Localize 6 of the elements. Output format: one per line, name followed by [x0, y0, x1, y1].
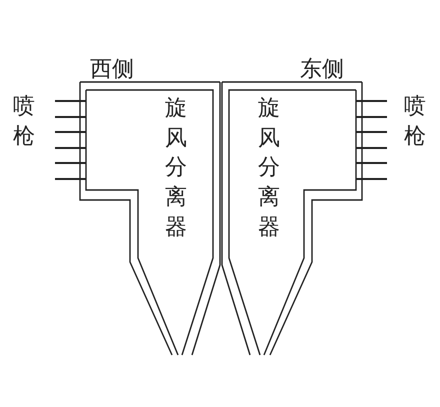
separator-label: 旋风分离器: [165, 95, 187, 242]
side-heading: 东侧: [300, 58, 344, 82]
separator-label: 旋风分离器: [258, 95, 280, 242]
nozzle-label: 喷枪: [404, 93, 426, 151]
nozzle-label: 喷枪: [13, 93, 35, 151]
side-heading: 西侧: [90, 58, 134, 82]
